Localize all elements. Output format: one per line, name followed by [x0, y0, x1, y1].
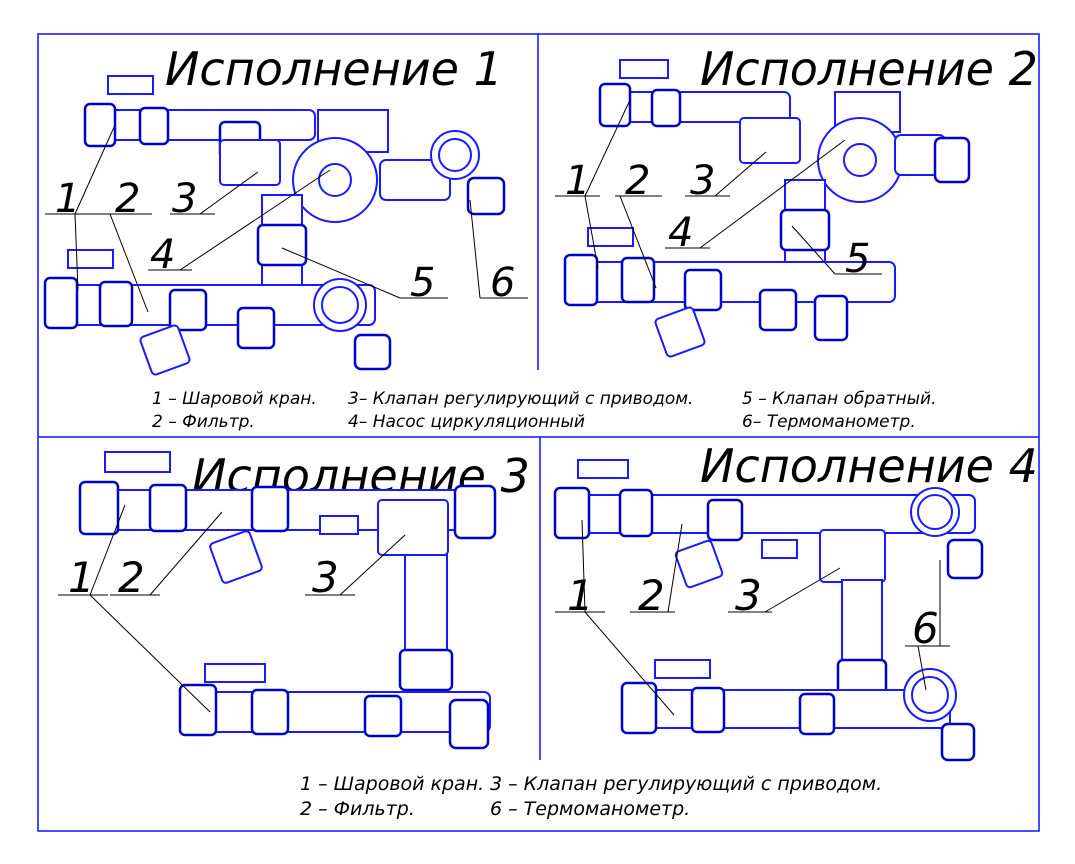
panel-1-label-4: 4: [150, 232, 175, 278]
panel-2: Исполнение 2 1 2 3 4 5: [555, 42, 1038, 358]
panel-4-bottom-pipe: [629, 689, 951, 729]
panel-4-label-3: 3: [735, 571, 762, 620]
panel-3-ball-valve-handle: [104, 451, 171, 473]
panel-4-filter: [674, 539, 724, 589]
panel-1-check-valve: [256, 223, 308, 267]
panel-3-label-3: 3: [312, 553, 339, 602]
legend-top-item-3: 3– Клапан регулирующий с приводом.: [348, 389, 693, 409]
panel-4-label-1: 1: [567, 571, 594, 620]
legend-top-item-1: 1 – Шаровой кран.: [152, 389, 317, 409]
panel-2-control-valve: [739, 117, 801, 164]
panel-1-label-2: 2: [115, 176, 140, 222]
legend-bottom-item-1: 1 – Шаровой кран.: [300, 773, 484, 795]
legend-top: 1 – Шаровой кран. 3– Клапан регулирующий…: [152, 389, 937, 432]
panel-3-filter: [209, 530, 263, 584]
panel-2-label-5: 5: [845, 236, 870, 282]
panel-2-label-2: 2: [625, 158, 650, 204]
panel-1-label-6: 6: [490, 260, 515, 306]
panel-2-label-4: 4: [668, 210, 693, 256]
panel-1-label-5: 5: [410, 260, 435, 306]
panel-1: Исполнение 1 1 2: [43, 42, 528, 376]
legend-top-item-4: 4– Насос циркуляционный: [348, 412, 585, 432]
panel-3-label-2: 2: [118, 553, 145, 602]
panel-1-control-valve: [219, 139, 281, 186]
panel-4-label-6: 6: [912, 604, 939, 653]
panel-4: Исполнение 4 1 2 3 6: [553, 439, 1038, 762]
legend-bottom-item-6: 6 – Термоманометр.: [490, 798, 690, 820]
panel-1-ball-valve-handle: [107, 75, 154, 95]
panel-1-label-1: 1: [55, 176, 80, 222]
legend-bottom: 1 – Шаровой кран. 3 – Клапан регулирующи…: [300, 773, 882, 820]
panel-3-label-1: 1: [68, 553, 95, 602]
legend-top-item-2: 2 – Фильтр.: [152, 412, 255, 432]
panel-1-top-pipe: [94, 109, 316, 141]
panel-2-check-valve: [779, 208, 831, 252]
panel-2-label-1: 1: [565, 158, 590, 204]
panel-3: Исполнение 3 1 2 3: [58, 449, 530, 750]
legend-bottom-item-2: 2 – Фильтр.: [300, 798, 415, 820]
panel-2-title: Исполнение 2: [700, 42, 1038, 96]
legend-top-item-5: 5 – Клапан обратный.: [742, 389, 937, 409]
panel-1-filter: [139, 324, 191, 376]
panel-3-bottom-pipe: [184, 691, 491, 733]
panel-4-title: Исполнение 4: [700, 439, 1038, 493]
legend-bottom-item-3: 3 – Клапан регулирующий с приводом.: [490, 773, 882, 795]
panel-3-control-valve: [377, 499, 449, 556]
panel-1-label-3: 3: [172, 176, 197, 222]
panel-2-label-3: 3: [690, 158, 715, 204]
panel-4-label-2: 2: [638, 571, 665, 620]
panel-1-title: Исполнение 1: [165, 42, 503, 96]
panel-2-filter: [654, 306, 706, 358]
legend-top-item-6: 6– Термоманометр.: [742, 412, 916, 432]
